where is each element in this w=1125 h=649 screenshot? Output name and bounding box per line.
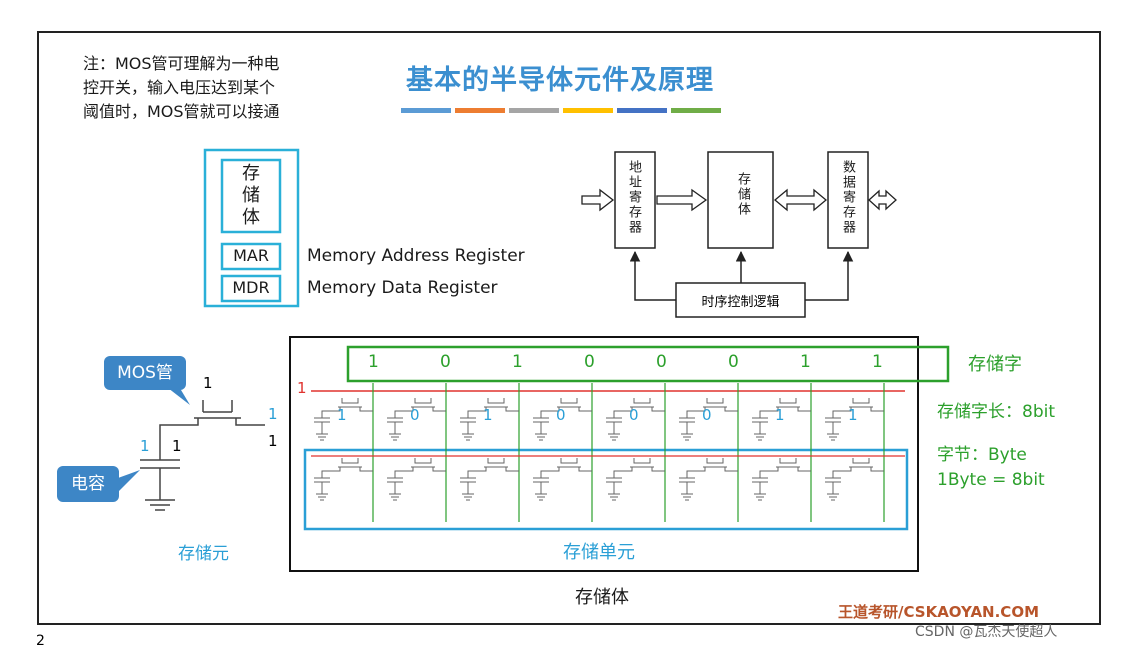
storage-block (707, 151, 774, 249)
mini-cell (460, 398, 519, 441)
mini-cell (752, 398, 811, 441)
mini-cell (606, 458, 665, 501)
cap-callout-pointer (118, 470, 140, 492)
addr-reg-block (614, 151, 656, 249)
cell-value-2: 1 (483, 406, 493, 424)
storage-data-arrow-icon (773, 188, 828, 212)
word-bit-7: 1 (872, 352, 883, 372)
mdr-full-name: Memory Data Register (307, 278, 498, 298)
storage-box (220, 158, 282, 234)
word-bit-5: 0 (728, 352, 739, 372)
mini-cell (825, 458, 884, 501)
register-group-box (203, 148, 300, 308)
mini-cell (533, 458, 592, 501)
mini-cell (533, 398, 592, 441)
note-line-1: 注：MOS管可理解为一种电 (83, 54, 280, 73)
cap-right-value: 1 (172, 437, 182, 455)
capacitor-callout: 电容 (57, 466, 119, 502)
memory-body-box (289, 336, 919, 572)
mos-callout-pointer (168, 385, 190, 405)
note-line-3: 阈值时，MOS管就可以接通 (83, 102, 280, 121)
input-arrow-icon (581, 188, 615, 212)
title-bar-2 (509, 108, 559, 113)
storage-box-label: 存储体 (222, 163, 280, 229)
cell-value-4: 0 (629, 406, 639, 424)
word-label: 存储字 (968, 354, 1022, 375)
byte-label: 字节：Byte (937, 445, 1027, 465)
data-reg-label: 数据寄存器 (840, 160, 855, 235)
cell-value-3: 0 (556, 406, 566, 424)
word-bit-6: 1 (800, 352, 811, 372)
source-value: 1 (268, 432, 278, 450)
addr-to-storage-arrow-icon (656, 188, 708, 212)
cell-value-6: 1 (775, 406, 785, 424)
word-bit-3: 0 (584, 352, 595, 372)
data-reg-block (827, 151, 869, 249)
title-bar-4 (617, 108, 667, 113)
cell-value-5: 0 (702, 406, 712, 424)
slide-frame (37, 31, 1101, 625)
word-bit-1: 0 (440, 352, 451, 372)
gate-value: 1 (203, 374, 213, 392)
storage-unit-label: 存储单元 (563, 542, 635, 563)
mdr-label: MDR (232, 278, 270, 297)
row-select-value: 1 (297, 379, 307, 397)
mos-note: 注：MOS管可理解为一种电 控开关，输入电压达到某个 阈值时，MOS管就可以接通 (83, 52, 333, 124)
mar-full-name: Memory Address Register (307, 246, 525, 266)
mini-cell (679, 458, 738, 501)
note-line-2: 控开关，输入电压达到某个 (83, 78, 276, 97)
storage-block-label: 存储体 (735, 172, 750, 217)
csdn-watermark: CSDN @瓦杰天使超人 (915, 624, 1058, 640)
cell-value-7: 1 (848, 406, 858, 424)
mini-cell (387, 398, 446, 441)
memory-word-box (346, 345, 950, 383)
mar-label: MAR (233, 246, 269, 265)
storage-unit-box (303, 448, 909, 531)
mini-cell (314, 458, 373, 501)
brand-footer: 王道考研/CSKAOYAN.COM (838, 603, 1039, 621)
data-io-arrow-icon (868, 189, 897, 211)
storage-label: 存储体 (242, 163, 260, 228)
word-bit-0: 1 (368, 352, 379, 372)
title-bar-0 (401, 108, 451, 113)
slide-title: 基本的半导体元件及原理 (406, 65, 714, 96)
title-bar-1 (455, 108, 505, 113)
mini-cell (606, 398, 665, 441)
mdr-box (220, 274, 282, 303)
title-bar-5 (671, 108, 721, 113)
cell-value-1: 0 (410, 406, 420, 424)
mos-cell-schematic (140, 400, 265, 511)
mini-cell (679, 398, 738, 441)
mini-cell (387, 458, 446, 501)
word-bit-4: 0 (656, 352, 667, 372)
word-length-label: 存储字长：8bit (937, 402, 1055, 422)
memory-cell-array (311, 383, 905, 522)
addr-reg-label: 地址寄存器 (626, 160, 641, 235)
mar-box (220, 242, 282, 271)
title-bar-3 (563, 108, 613, 113)
mos-callout: MOS管 (104, 356, 186, 390)
byte-equation: 1Byte = 8bit (937, 470, 1045, 490)
word-bit-2: 1 (512, 352, 523, 372)
storage-element-label: 存储元 (178, 544, 229, 564)
cell-value-0: 1 (337, 406, 347, 424)
mini-cell (460, 458, 519, 501)
mini-cell (314, 398, 373, 441)
mini-cell (825, 398, 884, 441)
control-label: 时序控制逻辑 (701, 295, 780, 310)
drain-value: 1 (268, 405, 278, 423)
cap-left-value: 1 (140, 437, 150, 455)
storage-body-label: 存储体 (575, 587, 629, 608)
page-number: 2 (36, 633, 45, 649)
mini-cell (752, 458, 811, 501)
